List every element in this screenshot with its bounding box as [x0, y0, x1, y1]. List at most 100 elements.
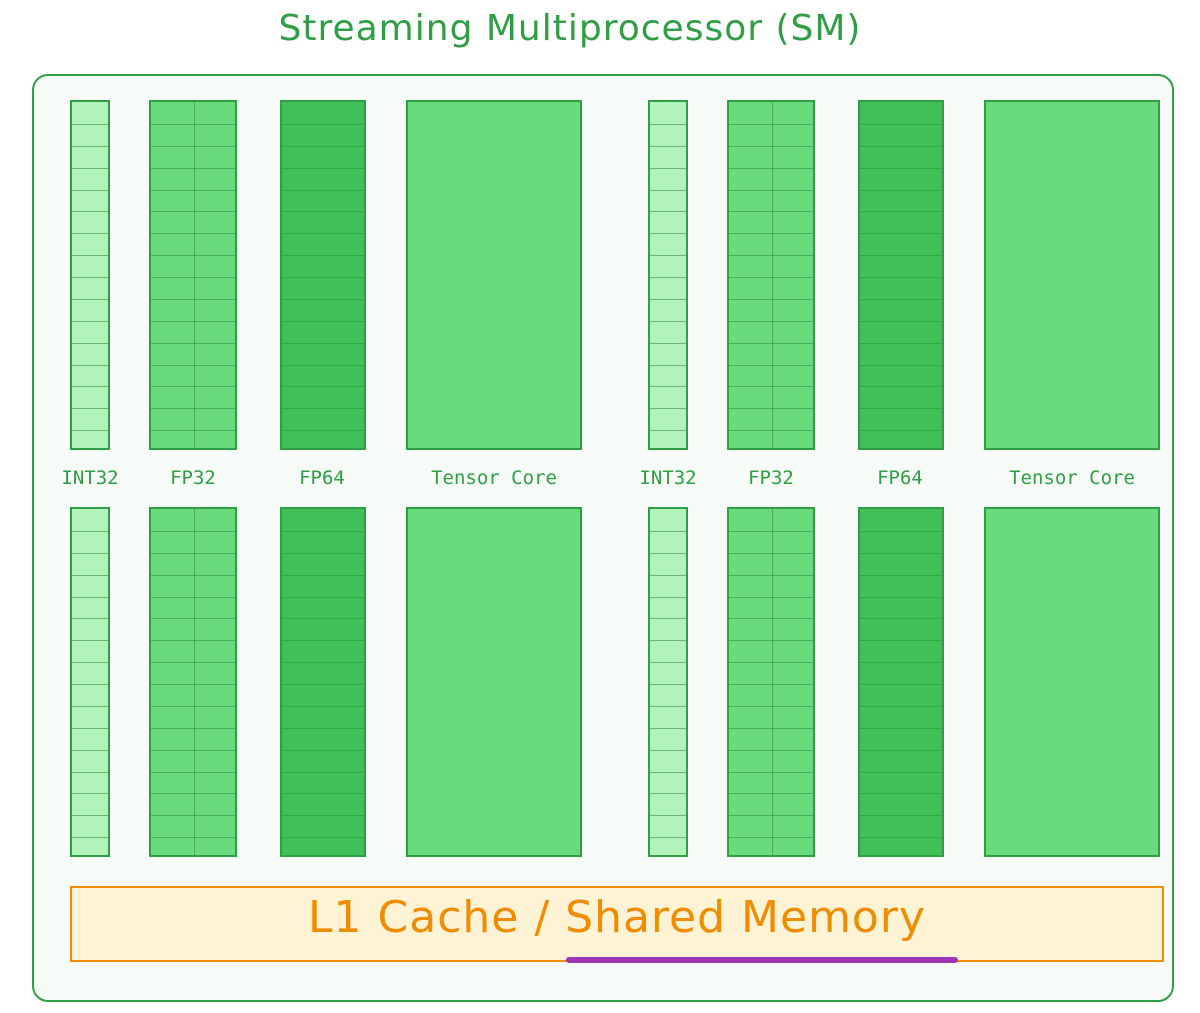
lane-divider: [151, 386, 235, 388]
lane-divider: [72, 771, 108, 773]
lane-divider: [151, 320, 235, 322]
lane-divider: [72, 408, 108, 410]
lane-divider: [282, 233, 364, 235]
lane-divider: [72, 684, 108, 685]
lane-divider: [650, 211, 686, 213]
lane-divider: [729, 793, 813, 795]
int32-unit-block: [70, 100, 110, 450]
lane-divider: [72, 145, 108, 147]
lane-divider: [282, 364, 364, 366]
lane-divider: [650, 167, 686, 169]
lane-divider: [72, 705, 108, 707]
lane-divider: [650, 837, 686, 839]
lane-divider: [650, 815, 686, 817]
lane-divider: [860, 364, 942, 366]
lane-divider: [729, 771, 813, 773]
fp32-label: FP32: [170, 467, 216, 489]
tensor-unit-block: [984, 507, 1160, 857]
lane-divider: [860, 530, 942, 532]
lane-divider: [650, 364, 686, 366]
lane-divider: [729, 364, 813, 366]
lane-divider: [72, 662, 108, 664]
lane-divider: [729, 574, 813, 576]
fp64-label: FP64: [877, 467, 923, 489]
lane-divider: [151, 837, 235, 839]
lane-divider: [151, 815, 235, 817]
lane-divider: [72, 364, 108, 366]
lane-divider: [151, 430, 235, 432]
lane-divider: [282, 596, 364, 598]
lane-divider: [282, 123, 364, 125]
lane-divider: [282, 342, 364, 344]
lane-divider: [151, 727, 235, 729]
lane-divider: [729, 167, 813, 169]
tensor-unit-block: [406, 507, 582, 857]
lane-divider: [729, 211, 813, 213]
lane-divider: [151, 705, 235, 707]
lane-divider: [151, 277, 235, 278]
lane-divider: [729, 145, 813, 147]
lane-divider: [151, 662, 235, 664]
lane-divider: [151, 771, 235, 773]
lane-divider: [729, 277, 813, 278]
lane-divider: [151, 552, 235, 554]
lane-divider: [282, 705, 364, 707]
lane-divider: [72, 342, 108, 344]
lane-divider: [72, 430, 108, 432]
lane-divider: [860, 837, 942, 839]
lane-divider: [72, 298, 108, 300]
lane-divider: [151, 342, 235, 344]
lane-divider: [860, 233, 942, 235]
l1-cache-label: L1 Cache / Shared Memory: [308, 892, 926, 943]
lane-divider: [729, 662, 813, 664]
lane-divider: [650, 123, 686, 125]
lane-divider: [860, 145, 942, 147]
lane-divider: [650, 684, 686, 685]
lane-divider: [860, 430, 942, 432]
lane-divider: [650, 386, 686, 388]
lane-divider: [282, 640, 364, 642]
lane-divider: [72, 552, 108, 554]
lane-divider: [729, 298, 813, 300]
int32-label: INT32: [61, 467, 119, 489]
lane-divider: [72, 749, 108, 751]
lane-divider: [860, 793, 942, 795]
lane-divider: [151, 640, 235, 642]
diagram-title: Streaming Multiprocessor (SM): [278, 8, 862, 49]
lane-divider: [729, 727, 813, 729]
lane-divider: [650, 145, 686, 147]
lane-divider: [72, 233, 108, 235]
lane-divider: [282, 167, 364, 169]
lane-divider: [72, 596, 108, 598]
lane-divider: [151, 123, 235, 125]
lane-divider: [650, 662, 686, 664]
lane-divider: [282, 574, 364, 576]
lane-divider: [650, 552, 686, 554]
fp32-unit-block: [727, 100, 815, 450]
lane-divider: [729, 640, 813, 642]
lane-divider: [72, 189, 108, 191]
lane-divider: [729, 320, 813, 322]
lane-divider: [860, 771, 942, 773]
lane-divider: [151, 749, 235, 751]
lane-divider: [282, 684, 364, 685]
lane-divider: [860, 684, 942, 685]
lane-divider: [860, 123, 942, 125]
lane-divider: [650, 618, 686, 620]
lane-divider: [650, 408, 686, 410]
fp32-unit-block: [149, 100, 237, 450]
lane-divider: [650, 771, 686, 773]
lane-divider: [860, 277, 942, 278]
lane-divider: [282, 386, 364, 388]
lane-divider: [151, 298, 235, 300]
lane-divider: [650, 342, 686, 344]
lane-divider: [860, 189, 942, 191]
lane-divider: [72, 255, 108, 257]
lane-divider: [860, 574, 942, 576]
lane-divider: [729, 684, 813, 685]
lane-divider: [282, 189, 364, 191]
lane-divider: [729, 618, 813, 620]
int32-unit-block: [648, 100, 688, 450]
lane-divider: [860, 640, 942, 642]
column-divider: [772, 102, 773, 448]
